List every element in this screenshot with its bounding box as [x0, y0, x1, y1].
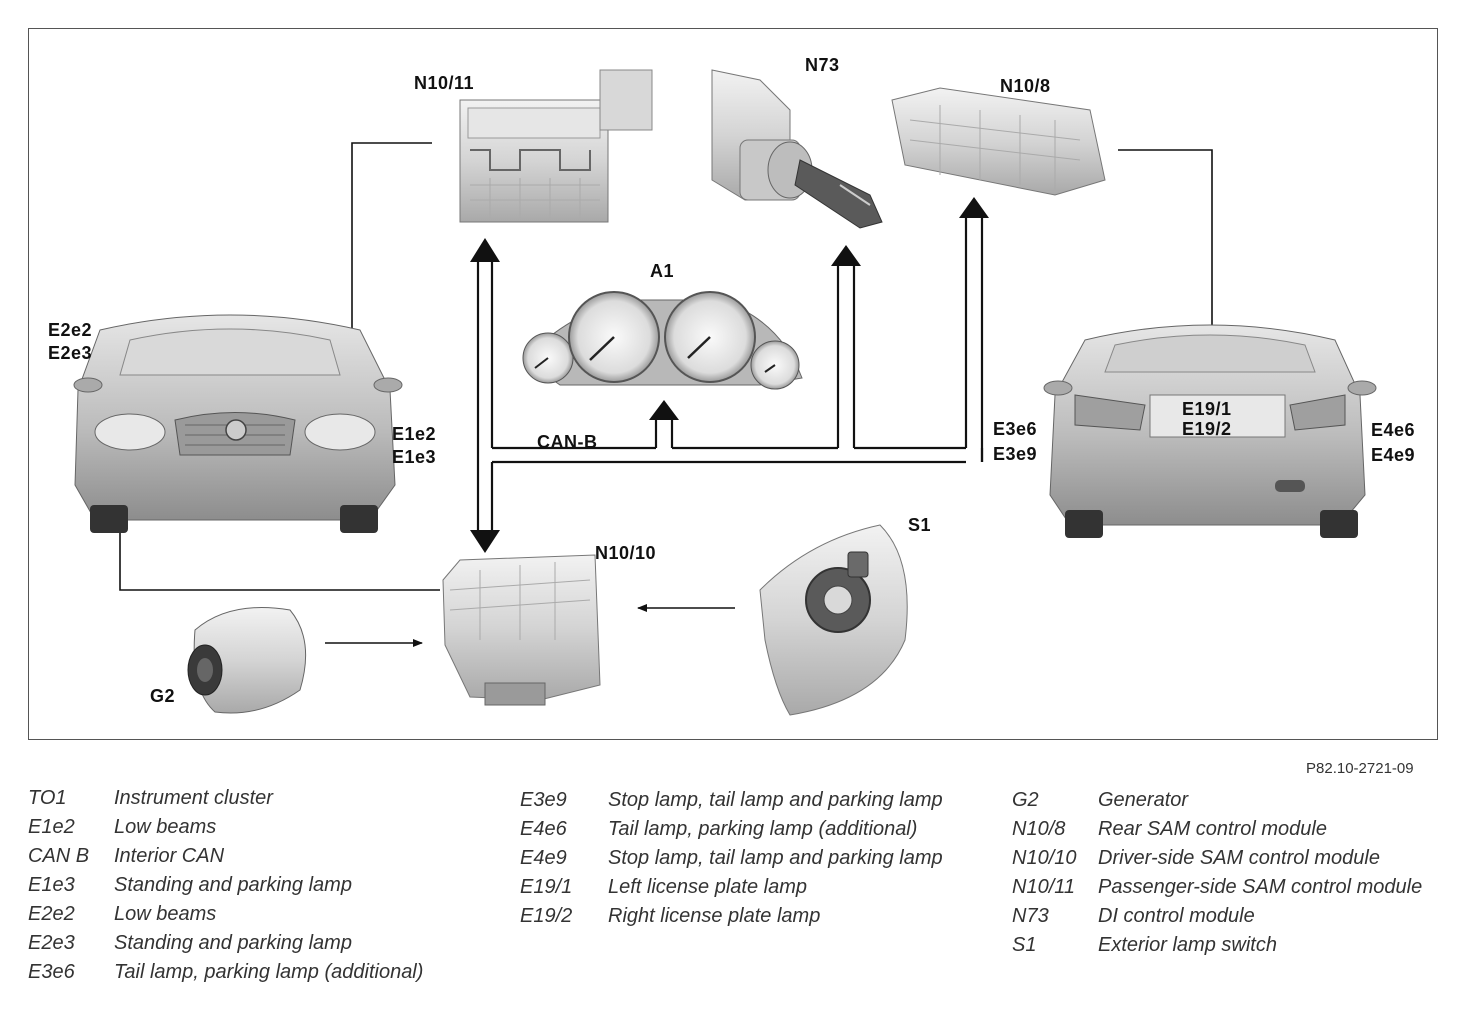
n10-11-module-image [459, 69, 653, 223]
n10-10-module-image [442, 554, 601, 706]
legend-desc: Standing and parking lamp [114, 874, 352, 896]
legend-desc: Left license plate lamp [608, 876, 808, 898]
a1-instrument-cluster-image [522, 291, 803, 390]
label-e3e6: E3e6 [993, 419, 1038, 439]
legend-item: E19/2 Right license plate lamp [520, 902, 970, 931]
legend-item: E3e6 Tail lamp, parking lamp (additional) [28, 958, 498, 987]
bus-arrow-n10-11 [470, 238, 500, 262]
legend-desc: Instrument cluster [114, 787, 273, 809]
legend-desc: Interior CAN [114, 845, 225, 867]
label-a1: A1 [650, 261, 675, 281]
g2-generator-image [187, 607, 307, 714]
legend-item: E3e9 Stop lamp, tail lamp and parking lam… [520, 786, 970, 815]
legend-desc: Passenger-side SAM control module [1098, 876, 1423, 898]
label-n10-8: N10/8 [1000, 76, 1051, 96]
label-e19-2: E19/2 [1182, 419, 1232, 439]
legend-desc: Standing and parking lamp [114, 932, 352, 954]
legend-code: E19/1 [520, 876, 573, 898]
legend-code: N10/11 [1012, 876, 1076, 898]
legend-desc: Right license plate lamp [608, 905, 821, 927]
legend-item: E2e2 Low beams [28, 900, 498, 929]
legend-column-3: G2 Generator N10/8 Rear SAM control module… [1012, 786, 1462, 960]
legend-desc: Low beams [114, 903, 217, 925]
label-n73: N73 [805, 55, 840, 75]
legend-desc: Low beams [114, 816, 217, 838]
line-n10-11-to-front-car [348, 142, 432, 421]
legend-item: E4e9 Stop lamp, tail lamp and parking lam… [520, 844, 970, 873]
legend-desc: Tail lamp, parking lamp (additional) [608, 818, 918, 840]
legend-code: E2e3 [28, 932, 75, 954]
legend-code: N10/10 [1012, 847, 1077, 869]
legend-code: E4e9 [520, 847, 567, 869]
s1-light-switch-image [759, 524, 908, 716]
legend-item: E4e6 Tail lamp, parking lamp (additional) [520, 815, 970, 844]
label-n10-10: N10/10 [595, 543, 657, 563]
label-e1e3: E1e3 [392, 447, 437, 467]
label-e4e6: E4e6 [1371, 420, 1416, 440]
legend-item: N10/8 Rear SAM control module [1012, 815, 1462, 844]
legend-item: E2e3 Standing and parking lamp [28, 929, 498, 958]
legend-item: G2 Generator [1012, 786, 1462, 815]
label-can-b: CAN-B [537, 432, 598, 452]
legend-item: TO1 Instrument cluster [28, 784, 498, 813]
legend-code: E1e2 [28, 816, 75, 838]
legend-item: E1e2 Low beams [28, 813, 498, 842]
label-e1e2: E1e2 [392, 424, 437, 444]
n10-8-module-image [891, 87, 1106, 196]
figure-code: P82.10-2721-09 [1306, 760, 1414, 777]
legend-code: E1e3 [28, 874, 75, 896]
legend-desc: Tail lamp, parking lamp (additional) [114, 961, 424, 983]
legend-desc: Stop lamp, tail lamp and parking lamp [608, 789, 943, 811]
label-s1: S1 [908, 515, 932, 535]
front-car-image [73, 314, 403, 533]
legend-item: S1 Exterior lamp switch [1012, 931, 1462, 960]
legend-code: E19/2 [520, 905, 573, 927]
diagram-frame [28, 28, 1438, 740]
legend-code: E2e2 [28, 903, 75, 925]
label-e19-1: E19/1 [1182, 399, 1232, 419]
bus-arrow-n10-10 [470, 530, 500, 553]
label-n10-11: N10/11 [414, 73, 475, 93]
legend-desc: Generator [1098, 789, 1189, 811]
label-e3e9: E3e9 [993, 444, 1038, 464]
legend-code: E3e6 [28, 961, 75, 983]
legend-code: E4e6 [520, 818, 567, 840]
legend-desc: Driver-side SAM control module [1098, 847, 1380, 869]
legend-item: N10/11 Passenger-side SAM control module [1012, 873, 1462, 902]
bus-arrow-a1 [649, 400, 679, 420]
label-e2e2: E2e2 [48, 320, 93, 340]
can-b-bus [476, 218, 984, 530]
legend-desc: Exterior lamp switch [1098, 934, 1277, 956]
legend-item: E1e3 Standing and parking lamp [28, 871, 498, 900]
label-e2e3: E2e3 [48, 343, 93, 363]
label-e4e9: E4e9 [1371, 445, 1416, 465]
legend-desc: DI control module [1098, 905, 1255, 927]
legend-item: E19/1 Left license plate lamp [520, 873, 970, 902]
legend-code: G2 [1012, 789, 1039, 811]
legend-code: N73 [1012, 905, 1049, 927]
legend-item: N73 DI control module [1012, 902, 1462, 931]
legend-code: CAN B [28, 845, 90, 867]
legend-item: N10/10 Driver-side SAM control module [1012, 844, 1462, 873]
legend-code: E3e9 [520, 789, 567, 811]
legend-desc: Rear SAM control module [1098, 818, 1327, 840]
legend-item: CAN B Interior CAN [28, 842, 498, 871]
legend-code: N10/8 [1012, 818, 1066, 840]
legend-desc: Stop lamp, tail lamp and parking lamp [608, 847, 943, 869]
bus-arrow-n73 [831, 245, 861, 266]
legend-code: TO1 [28, 787, 67, 809]
legend-code: S1 [1012, 934, 1037, 956]
line-n10-8-to-rear-car [1118, 149, 1216, 369]
label-g2: G2 [150, 686, 176, 706]
n73-ignition-switch-image [711, 69, 883, 229]
bus-arrow-n10-8 [959, 197, 989, 218]
rear-car-image [1043, 324, 1377, 538]
wiring-diagram [73, 69, 1377, 716]
